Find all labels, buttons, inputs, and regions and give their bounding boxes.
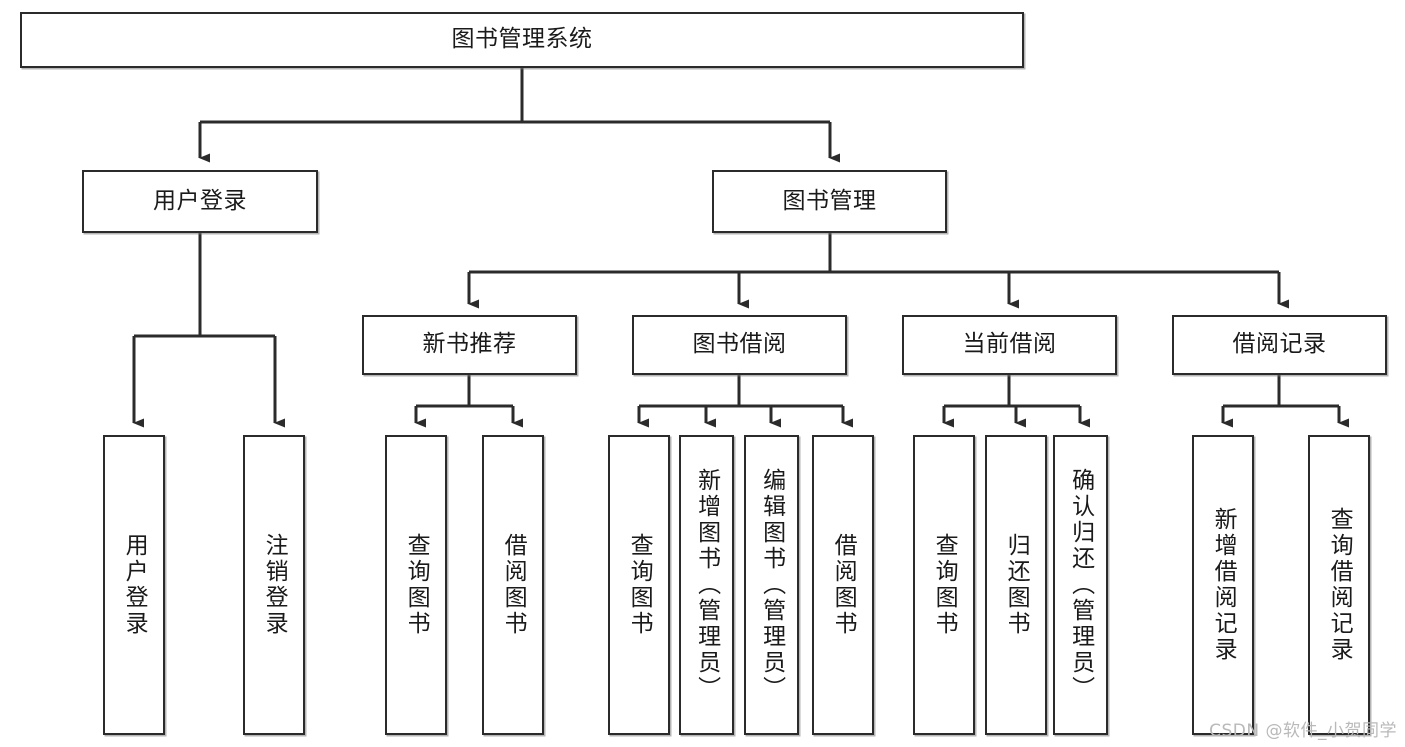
node-leaf-borrow-book-label: 借阅图书	[830, 533, 857, 637]
node-user-login-label: 用户登录	[153, 187, 247, 214]
node-book-borrow-label: 图书借阅	[692, 331, 787, 358]
node-leaf-query-book-borrow-label: 查询图书	[626, 533, 653, 637]
node-leaf-confirm-return-label: 确认归还（管理员）	[1067, 468, 1094, 702]
node-leaf-borrow-book-rec-label: 借阅图书	[500, 533, 527, 637]
node-leaf-add-book-label: 新增图书（管理员）	[693, 468, 720, 702]
node-leaf-user-logout-label: 注销登录	[261, 533, 288, 637]
node-new-book-rec[interactable]: 新书推荐	[362, 315, 577, 375]
node-leaf-user-logout[interactable]: 注销登录	[243, 435, 305, 735]
node-root-label: 图书管理系统	[451, 26, 593, 53]
node-leaf-query-book-rec[interactable]: 查询图书	[385, 435, 447, 735]
node-book-manage[interactable]: 图书管理	[712, 170, 947, 233]
node-root[interactable]: 图书管理系统	[20, 12, 1024, 68]
node-leaf-query-record-label: 查询借阅记录	[1326, 507, 1353, 663]
node-leaf-add-record-label: 新增借阅记录	[1210, 507, 1237, 663]
node-leaf-add-book[interactable]: 新增图书（管理员）	[679, 435, 734, 735]
csdn-watermark: CSDN @软件_小贺同学	[1209, 721, 1397, 741]
node-leaf-edit-book[interactable]: 编辑图书（管理员）	[744, 435, 799, 735]
node-current-borrow[interactable]: 当前借阅	[902, 315, 1117, 375]
node-new-book-rec-label: 新书推荐	[422, 331, 517, 358]
node-borrow-record[interactable]: 借阅记录	[1172, 315, 1387, 375]
node-leaf-query-book-rec-label: 查询图书	[403, 533, 430, 637]
node-leaf-borrow-book[interactable]: 借阅图书	[812, 435, 874, 735]
node-leaf-confirm-return[interactable]: 确认归还（管理员）	[1053, 435, 1108, 735]
node-leaf-edit-book-label: 编辑图书（管理员）	[758, 468, 785, 702]
node-leaf-return-book-label: 归还图书	[1003, 533, 1030, 637]
node-borrow-record-label: 借阅记录	[1232, 331, 1327, 358]
node-leaf-user-login-label: 用户登录	[121, 533, 148, 637]
node-book-borrow[interactable]: 图书借阅	[632, 315, 847, 375]
node-leaf-user-login[interactable]: 用户登录	[103, 435, 165, 735]
node-leaf-query-book-borrow[interactable]: 查询图书	[608, 435, 670, 735]
node-leaf-borrow-book-rec[interactable]: 借阅图书	[482, 435, 544, 735]
node-current-borrow-label: 当前借阅	[962, 331, 1057, 358]
node-leaf-query-book-cur[interactable]: 查询图书	[913, 435, 975, 735]
node-book-manage-label: 图书管理	[782, 187, 877, 214]
node-leaf-query-book-cur-label: 查询图书	[931, 533, 958, 637]
node-leaf-query-record[interactable]: 查询借阅记录	[1308, 435, 1370, 735]
node-leaf-return-book[interactable]: 归还图书	[985, 435, 1047, 735]
node-user-login[interactable]: 用户登录	[82, 170, 318, 233]
node-leaf-add-record[interactable]: 新增借阅记录	[1192, 435, 1254, 735]
